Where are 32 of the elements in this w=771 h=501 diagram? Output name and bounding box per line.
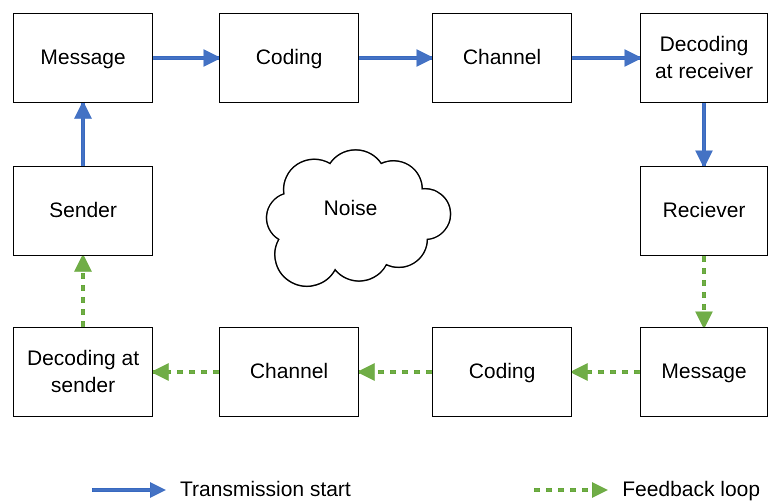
process-box (432, 13, 572, 103)
box-label: Decoding at receiver (654, 32, 754, 85)
box-label: Decoding at sender (26, 346, 140, 399)
process-box (640, 166, 768, 256)
box-label: Channel (462, 45, 542, 72)
box-label: Message (660, 359, 748, 386)
box-label: Coding (254, 45, 324, 72)
arrow (74, 100, 92, 166)
process-box (432, 327, 572, 417)
box-label: Sender (48, 198, 118, 224)
process-box (640, 327, 768, 417)
box-label: Coding (468, 359, 536, 386)
arrow (74, 254, 92, 327)
arrow (695, 256, 713, 330)
legend-text: Feedback loop (622, 477, 760, 501)
box-label: Noise (322, 196, 378, 222)
arrow (695, 103, 713, 168)
arrow (572, 49, 642, 67)
process-box (13, 327, 153, 417)
arrow (570, 363, 640, 381)
box-label: Reciever (662, 198, 746, 224)
box-label: Message (39, 45, 127, 72)
process-box (13, 13, 153, 103)
arrow (356, 363, 432, 381)
process-box (219, 13, 359, 103)
arrow (153, 49, 222, 67)
legend-text: Transmission start (180, 477, 351, 501)
process-box (219, 327, 359, 417)
box-label: Channel (248, 359, 330, 386)
process-box (13, 166, 153, 256)
arrow (359, 49, 434, 67)
process-box (640, 13, 768, 103)
